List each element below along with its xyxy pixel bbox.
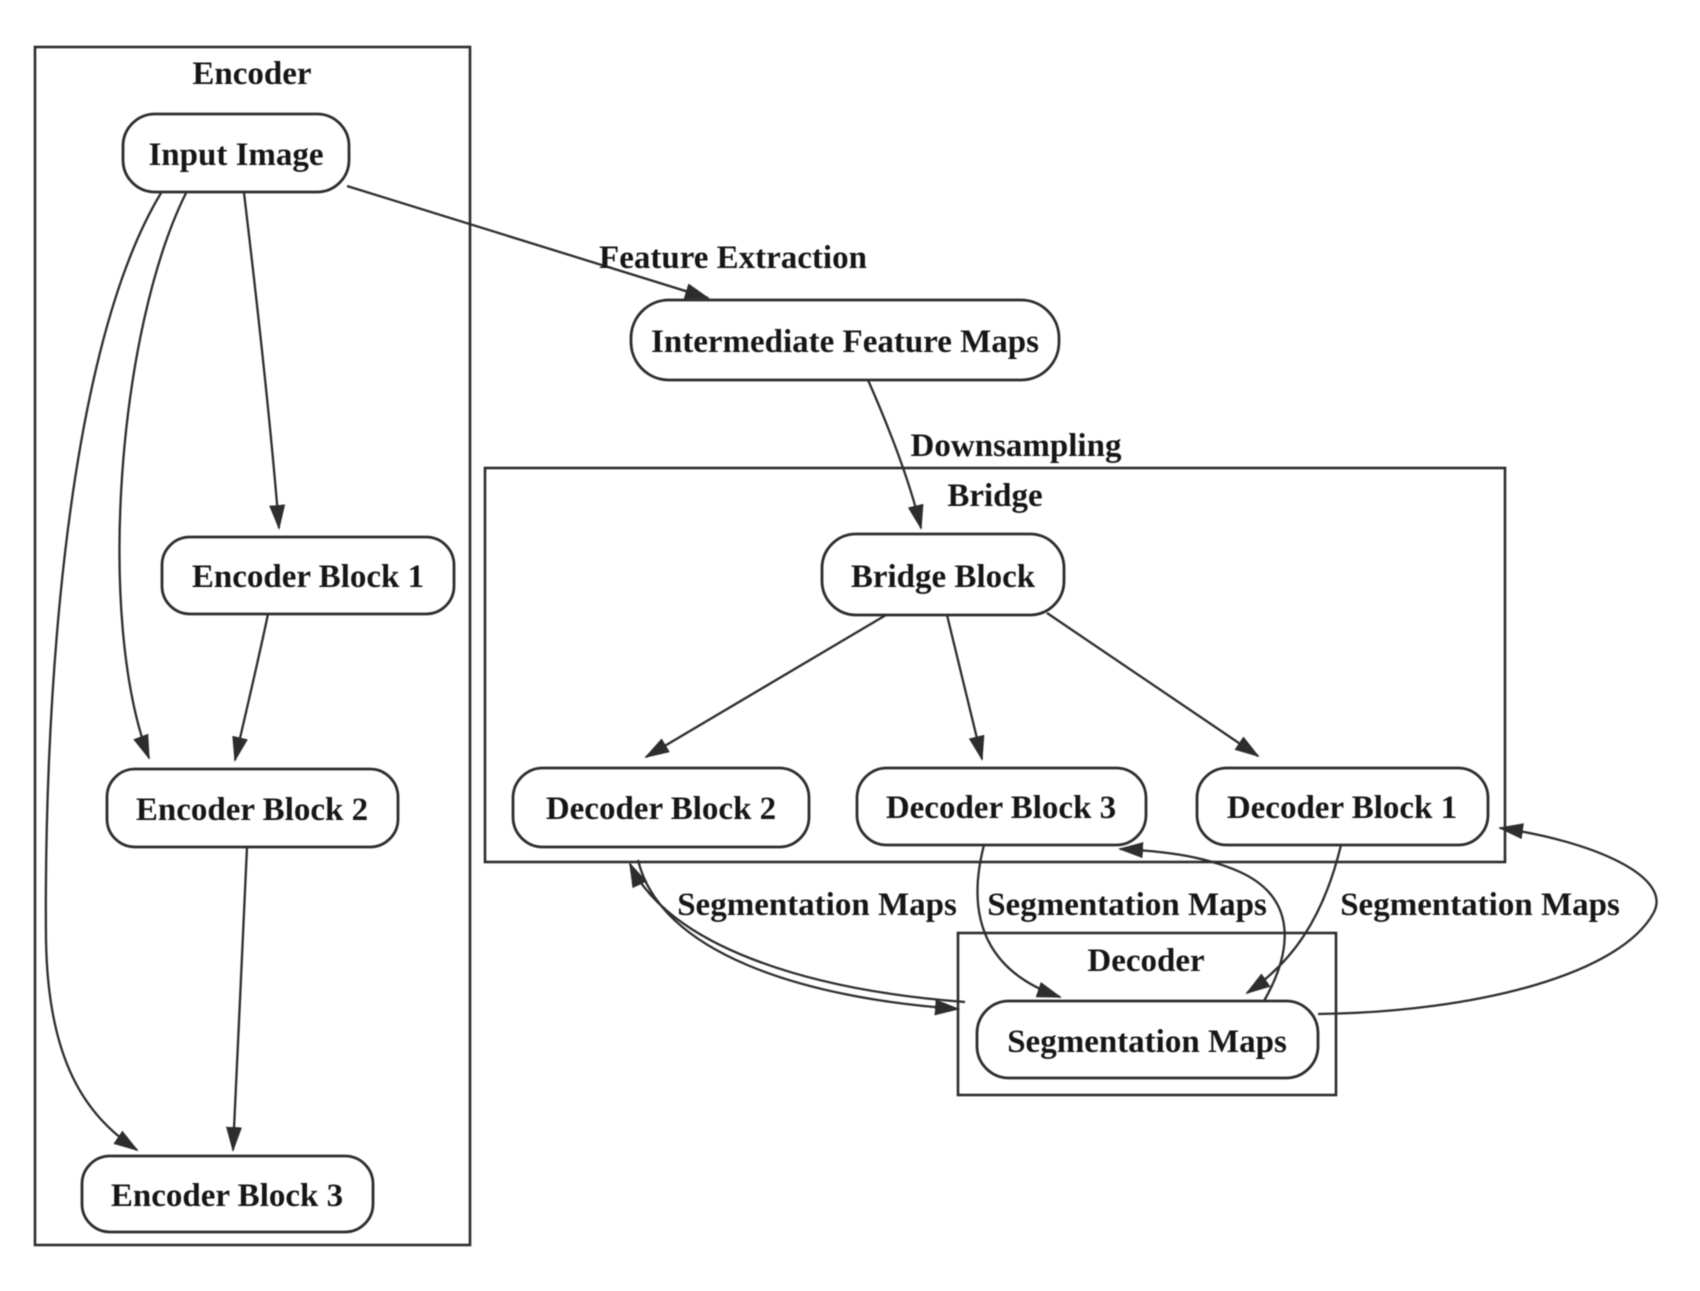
edge-input-image-to-encoder-block-1: [242, 192, 286, 530]
edge-encoder-block-2-to-encoder-block-3: [226, 846, 249, 1152]
cluster-encoder-box: [33, 45, 472, 1247]
node-intermediate-feature-maps-label: Intermediate Feature Maps: [651, 324, 1039, 360]
node-decoder-block-3-label: Decoder Block 3: [886, 790, 1116, 826]
cluster-encoder: Encoder: [33, 45, 472, 1247]
node-decoder-block-2-label: Decoder Block 2: [546, 791, 776, 827]
cluster-decoder-label: Decoder: [1087, 943, 1204, 979]
edge-intermediate-feature-maps-to-bridge-block: [866, 379, 924, 530]
node-encoder-block-2-box: [105, 767, 400, 849]
node-encoder-block-2-label: Encoder Block 2: [136, 792, 368, 828]
edge-input-image-to-intermediate-feature-maps: [346, 184, 710, 300]
edge-label-feature-extraction: Feature Extraction: [599, 240, 867, 276]
node-decoder-block-1-label: Decoder Block 1: [1227, 790, 1457, 826]
edge-decoder-block-2-to-segmentation-maps: [636, 859, 960, 1016]
edge-bridge-block-to-decoder-block-2: [644, 614, 887, 759]
node-encoder-block-1: Encoder Block 1: [160, 535, 456, 616]
node-segmentation-maps-box: [975, 999, 1320, 1080]
edge-label-segmentation-maps-db2: Segmentation Maps: [677, 887, 957, 923]
edge-input-image-to-encoder-block-2: [118, 192, 188, 760]
node-decoder-block-2-box: [511, 766, 811, 849]
node-encoder-block-1-box: [160, 535, 456, 616]
edge-segmentation-maps-to-decoder-block-2: [628, 862, 966, 1004]
edge-segmentation-maps-to-decoder-block-1: [1317, 823, 1658, 1016]
edge-labels: Feature Extraction Downsampling Segmenta…: [599, 240, 1620, 923]
node-encoder-block-3: Encoder Block 3: [80, 1154, 375, 1234]
node-decoder-block-2: Decoder Block 2: [511, 766, 811, 849]
cluster-encoder-label: Encoder: [192, 56, 311, 92]
node-encoder-block-3-label: Encoder Block 3: [111, 1178, 343, 1214]
node-decoder-block-1-box: [1195, 766, 1490, 847]
node-input-image: Input Image: [121, 112, 351, 194]
cluster-bridge-box: [483, 466, 1507, 864]
node-bridge-block: Bridge Block: [820, 532, 1066, 617]
node-bridge-block-box: [820, 532, 1066, 617]
node-decoder-block-3-box: [855, 766, 1148, 847]
cluster-bridge-label: Bridge: [947, 478, 1042, 514]
node-input-image-label: Input Image: [148, 137, 323, 173]
node-encoder-block-3-box: [80, 1154, 375, 1234]
node-input-image-box: [121, 112, 351, 194]
edge-segmentation-maps-to-decoder-block-3: [1118, 842, 1286, 1002]
edge-input-image-to-encoder-block-3: [44, 192, 162, 1152]
edge-bridge-block-to-decoder-block-1: [1046, 612, 1260, 758]
node-segmentation-maps: Segmentation Maps: [975, 999, 1320, 1080]
edge-encoder-block-1-to-encoder-block-2: [232, 613, 270, 762]
edge-label-downsampling: Downsampling: [911, 428, 1122, 464]
cluster-bridge: Bridge: [483, 466, 1507, 864]
edge-label-segmentation-maps-db3: Segmentation Maps: [987, 887, 1267, 923]
edge-decoder-block-3-to-segmentation-maps: [976, 844, 1062, 999]
edge-bridge-block-to-decoder-block-3: [945, 614, 985, 761]
node-encoder-block-1-label: Encoder Block 1: [192, 559, 424, 595]
node-intermediate-feature-maps-box: [629, 298, 1061, 382]
edge-label-segmentation-maps-db1: Segmentation Maps: [1340, 887, 1620, 923]
edge-decoder-block-1-to-segmentation-maps: [1245, 844, 1343, 995]
node-decoder-block-1: Decoder Block 1: [1195, 766, 1490, 847]
node-intermediate-feature-maps: Intermediate Feature Maps: [629, 298, 1061, 382]
node-decoder-block-3: Decoder Block 3: [855, 766, 1148, 847]
node-bridge-block-label: Bridge Block: [851, 559, 1036, 595]
node-encoder-block-2: Encoder Block 2: [105, 767, 400, 849]
node-segmentation-maps-label: Segmentation Maps: [1007, 1024, 1287, 1060]
edges: [44, 184, 1658, 1152]
